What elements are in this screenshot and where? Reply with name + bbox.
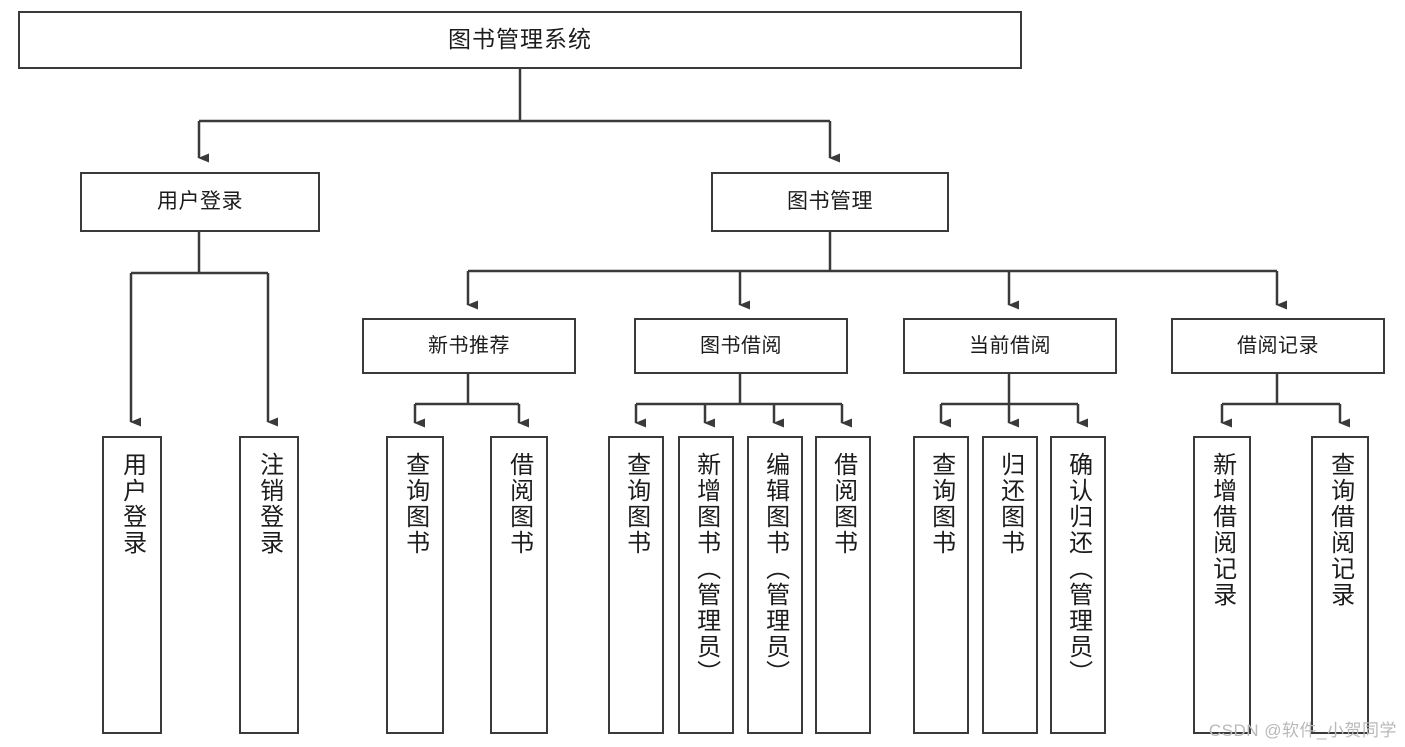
node-label: 新增借阅记录 [1208, 452, 1236, 608]
node-label: 图书管理系统 [448, 26, 592, 53]
node-label: 查询图书 [622, 452, 650, 556]
node-label: 查询图书 [401, 452, 429, 556]
node-label: 查询图书 [927, 452, 955, 556]
node-borrow-record[interactable]: 借阅记录 [1171, 318, 1385, 374]
leaf-query-book-recommend[interactable]: 查询图书 [386, 436, 444, 734]
node-label: 用户登录 [118, 452, 146, 556]
leaf-return-book[interactable]: 归还图书 [982, 436, 1038, 734]
leaf-edit-book-admin[interactable]: 编辑图书（管理员） [747, 436, 803, 734]
node-label: 注销登录 [255, 452, 283, 556]
node-label: 借阅图书 [505, 452, 533, 556]
leaf-query-book-borrow[interactable]: 查询图书 [608, 436, 664, 734]
node-label: 图书借阅 [700, 334, 782, 357]
leaf-add-book-admin[interactable]: 新增图书（管理员） [678, 436, 734, 734]
node-label: 借阅记录 [1237, 334, 1319, 357]
csdn-watermark: CSDN @软件_小贺同学 [1208, 721, 1397, 740]
leaf-add-borrow-record[interactable]: 新增借阅记录 [1193, 436, 1251, 734]
leaf-user-login[interactable]: 用户登录 [102, 436, 162, 734]
node-book-management[interactable]: 图书管理 [711, 172, 949, 232]
node-label: 新增图书（管理员） [692, 452, 720, 686]
leaf-borrow-book[interactable]: 借阅图书 [815, 436, 871, 734]
node-user-login[interactable]: 用户登录 [80, 172, 320, 232]
node-root-system[interactable]: 图书管理系统 [18, 11, 1022, 69]
node-label: 用户登录 [157, 190, 243, 214]
node-book-borrow[interactable]: 图书借阅 [634, 318, 848, 374]
node-label: 查询借阅记录 [1326, 452, 1354, 608]
leaf-query-borrow-record[interactable]: 查询借阅记录 [1311, 436, 1369, 734]
node-label: 图书管理 [787, 190, 873, 214]
leaf-confirm-return-admin[interactable]: 确认归还（管理员） [1050, 436, 1106, 734]
node-label: 借阅图书 [829, 452, 857, 556]
node-current-borrow[interactable]: 当前借阅 [903, 318, 1117, 374]
node-label: 新书推荐 [428, 334, 510, 357]
node-label: 归还图书 [996, 452, 1024, 556]
node-new-book-recommend[interactable]: 新书推荐 [362, 318, 576, 374]
leaf-user-logout[interactable]: 注销登录 [239, 436, 299, 734]
leaf-borrow-book-recommend[interactable]: 借阅图书 [490, 436, 548, 734]
leaf-query-book-current[interactable]: 查询图书 [913, 436, 969, 734]
node-label: 当前借阅 [969, 334, 1051, 357]
node-label: 编辑图书（管理员） [761, 452, 789, 686]
node-label: 确认归还（管理员） [1064, 452, 1092, 686]
